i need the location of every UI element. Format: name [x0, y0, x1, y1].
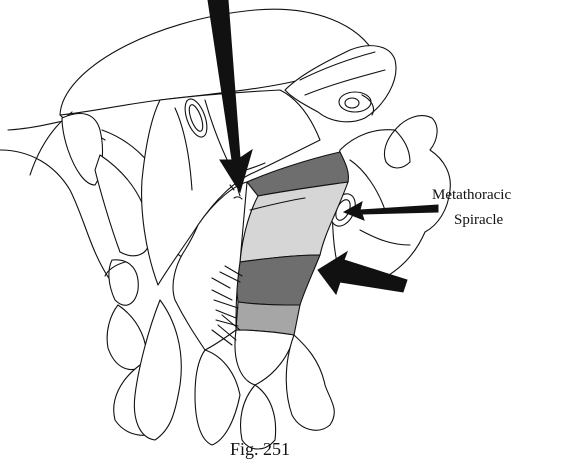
banded-segment	[236, 152, 348, 335]
spiracle-label-line2: Spiracle	[454, 212, 503, 228]
figure-caption: Fig. 251	[230, 439, 290, 459]
spiracle-label-line1: Metathoracic	[432, 187, 511, 203]
band-dark-lower	[237, 255, 320, 305]
